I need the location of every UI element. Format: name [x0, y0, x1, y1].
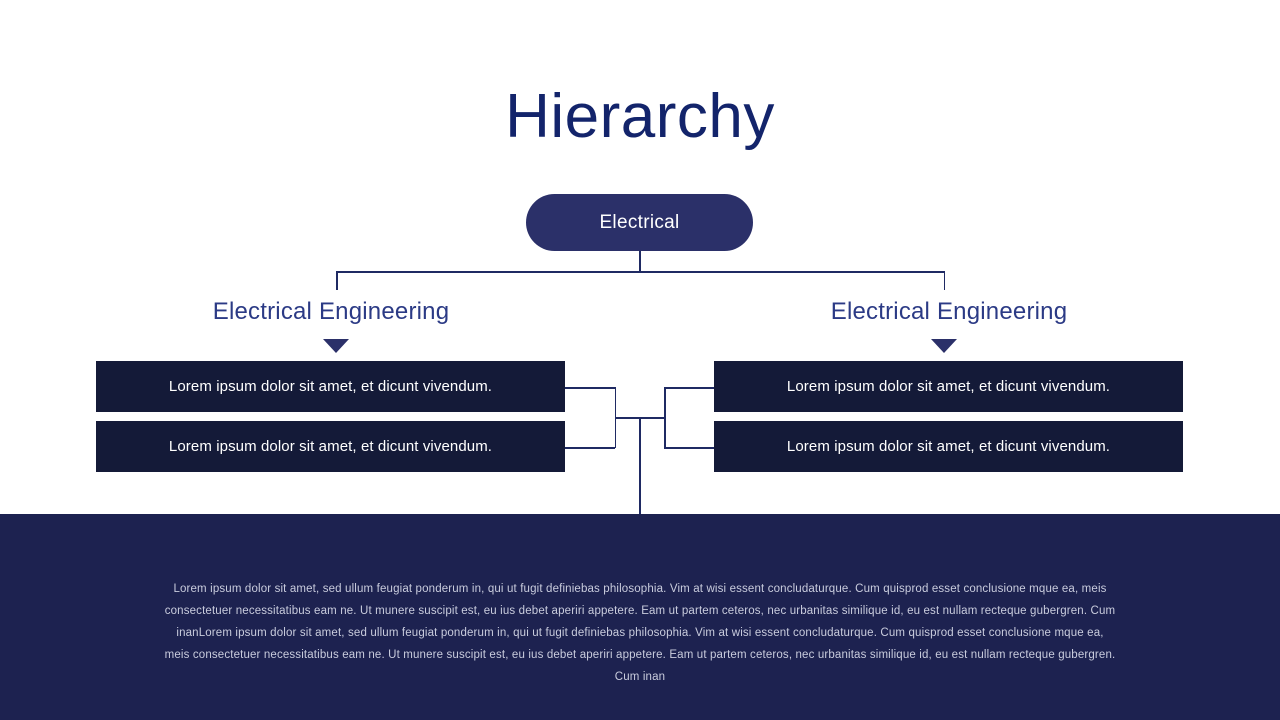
connector-top-right-drop [943, 271, 945, 290]
branch-label-left: Electrical Engineering [212, 298, 450, 325]
content-bar-text: Lorem ipsum dolor sit amet, et dicunt vi… [786, 378, 1111, 395]
connector-top-horizontal [336, 271, 945, 273]
hierarchy-root-node[interactable]: Electrical [526, 194, 753, 251]
triangle-down-icon [323, 339, 349, 353]
connector-right-bracket-arm-top [664, 387, 714, 389]
footer-paragraph: Lorem ipsum dolor sit amet, sed ullum fe… [164, 583, 1116, 683]
connector-left-bracket-stub [614, 417, 640, 419]
connector-left-bracket-arm-bottom [565, 447, 615, 449]
connector-right-bracket-stub [639, 417, 665, 419]
connector-top-left-drop [336, 271, 338, 290]
page-title: Hierarchy [505, 82, 775, 151]
content-bar-text: Lorem ipsum dolor sit amet, et dicunt vi… [168, 378, 493, 395]
connector-root-stem [639, 251, 641, 272]
connector-left-bracket-arm-top [565, 387, 615, 389]
content-bar[interactable]: Lorem ipsum dolor sit amet, et dicunt vi… [714, 421, 1183, 472]
content-bar-text: Lorem ipsum dolor sit amet, et dicunt vi… [168, 438, 493, 455]
footer-band [0, 514, 1280, 720]
branch-label-right: Electrical Engineering [830, 298, 1068, 325]
connector-center-drop [639, 417, 641, 515]
content-bar-text: Lorem ipsum dolor sit amet, et dicunt vi… [786, 438, 1111, 455]
triangle-down-icon [931, 339, 957, 353]
hierarchy-root-label: Electrical [599, 211, 680, 233]
content-bar[interactable]: Lorem ipsum dolor sit amet, et dicunt vi… [96, 421, 565, 472]
content-bar[interactable]: Lorem ipsum dolor sit amet, et dicunt vi… [96, 361, 565, 412]
content-bar[interactable]: Lorem ipsum dolor sit amet, et dicunt vi… [714, 361, 1183, 412]
connector-right-bracket-arm-bottom [664, 447, 714, 449]
